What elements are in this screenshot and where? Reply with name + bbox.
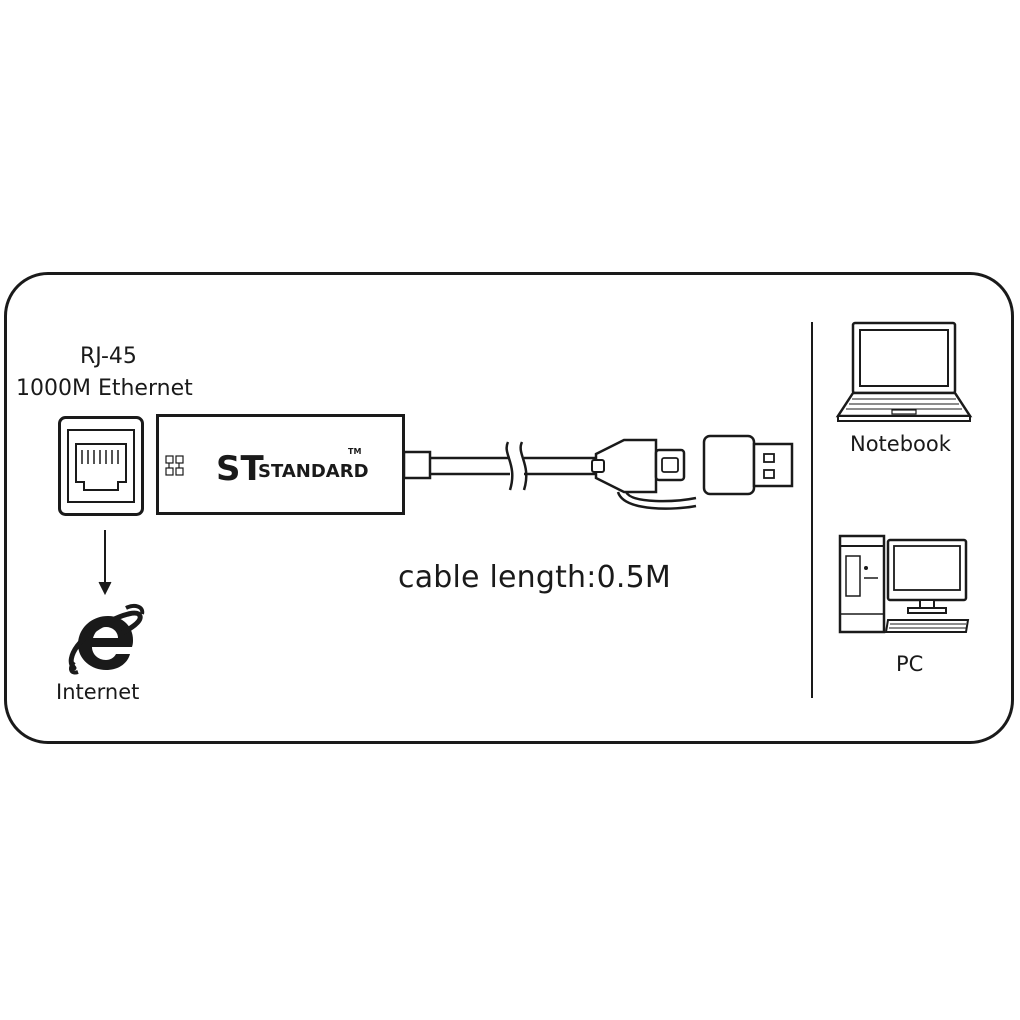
cable-length-label: cable length:0.5M bbox=[398, 560, 671, 595]
rj45-port-icon bbox=[58, 416, 144, 516]
down-arrow-icon bbox=[98, 530, 112, 596]
pc-label: PC bbox=[896, 652, 924, 676]
divider-line bbox=[811, 322, 813, 698]
desktop-pc-icon bbox=[838, 534, 970, 634]
brand-trademark: TM bbox=[348, 447, 361, 456]
port-name-label: RJ-45 bbox=[80, 344, 137, 369]
brand-mark: ST bbox=[216, 449, 264, 489]
brand-name: STANDARD bbox=[258, 461, 369, 482]
internet-explorer-icon bbox=[68, 604, 145, 675]
laptop-icon bbox=[835, 321, 973, 422]
brand-logo: ST STANDARD TM bbox=[216, 447, 369, 489]
port-speed-label: 1000M Ethernet bbox=[16, 376, 193, 401]
ethernet-adapter bbox=[156, 414, 794, 515]
notebook-label: Notebook bbox=[850, 432, 951, 456]
network-glyph-icon bbox=[165, 455, 184, 476]
internet-label: Internet bbox=[56, 680, 140, 704]
diagram-frame bbox=[4, 272, 1014, 744]
